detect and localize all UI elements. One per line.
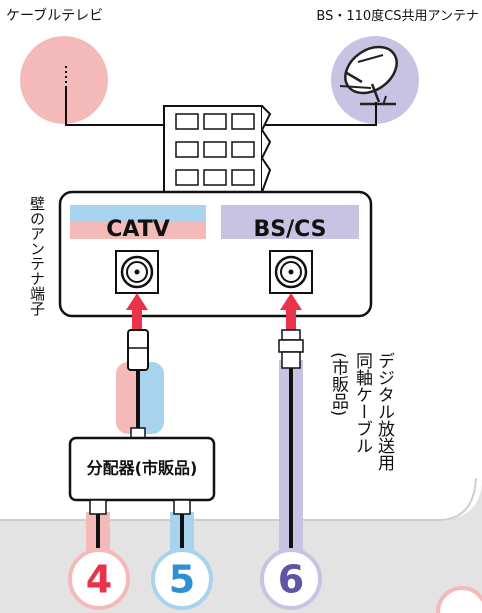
catv-source-label: ケーブルテレビ [6, 7, 103, 24]
wall-terminal-label: 壁のアンテナ端子 [28, 196, 46, 316]
antenna-wire [262, 102, 377, 126]
coax-cable-label-line2: 同軸ケーブル [352, 352, 372, 454]
marker-5: 5 [151, 548, 213, 610]
bscs-connector-icon [269, 250, 313, 294]
bscs-plug-icon [278, 329, 304, 556]
bscs-arrow-icon [280, 293, 302, 330]
bscs-port-label: BS/CS [253, 217, 326, 242]
catv-arrow-icon [126, 293, 148, 330]
catv-plug-icon [127, 329, 149, 439]
marker-5-number: 5 [169, 558, 195, 602]
marker-6-number: 6 [278, 558, 304, 602]
partial-marker [436, 586, 482, 613]
catv-source-icon [20, 36, 108, 124]
splitter-label: 分配器(市販品) [87, 459, 198, 478]
coax-cable-label-line3: (市販品) [328, 352, 348, 417]
coax-cable-label-line1: デジタル放送用 [374, 352, 394, 471]
marker-4: 4 [68, 548, 130, 610]
marker-4-number: 4 [86, 558, 112, 602]
splitter-box [68, 436, 216, 502]
satellite-dish-icon [331, 36, 419, 124]
catv-port-label: CATV [106, 217, 170, 242]
bs-antenna-label: BS・110度CS共用アンテナ [316, 8, 479, 24]
wall-icon [163, 105, 272, 193]
marker-6: 6 [260, 548, 322, 610]
catv-wire [65, 88, 165, 126]
catv-connector-icon [115, 250, 159, 294]
background-panel-edge [0, 477, 477, 521]
